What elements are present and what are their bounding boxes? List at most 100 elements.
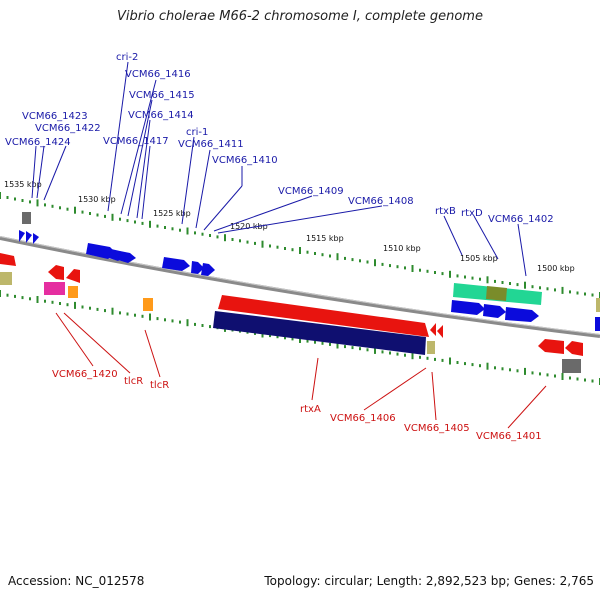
gene-feature[interactable] [596, 298, 600, 312]
scale-label: 1525 kbp [153, 209, 191, 218]
scale-tick [44, 299, 46, 303]
gene-feature[interactable] [565, 341, 583, 356]
gene-label[interactable]: VCM66_1405 [404, 423, 470, 434]
gene-label[interactable]: VCM66_1411 [178, 139, 244, 150]
gene-feature[interactable] [483, 304, 506, 318]
gene-feature[interactable] [44, 282, 65, 295]
gene-feature[interactable] [201, 263, 215, 276]
scale-tick [216, 235, 219, 239]
scale-tick [329, 342, 331, 346]
gene-label[interactable]: VCM66_1417 [103, 136, 169, 147]
scale-tick [434, 271, 436, 274]
gene-feature[interactable] [451, 300, 485, 315]
gene-label[interactable]: VCM66_1414 [128, 110, 194, 121]
gene-label[interactable]: VCM66_1410 [212, 155, 278, 166]
gene-label[interactable]: VCM66_1423 [22, 111, 88, 122]
scale-tick [344, 256, 346, 260]
gene-label[interactable]: VCM66_1422 [35, 123, 101, 134]
lower-feature-track [0, 253, 583, 373]
scale-tick [441, 272, 444, 276]
gene-label[interactable]: VCM66_1408 [348, 196, 414, 207]
gene-feature[interactable] [33, 233, 39, 244]
rtxA-gene-feature[interactable] [218, 295, 429, 337]
scale-tick [299, 247, 301, 254]
gene-feature[interactable] [26, 231, 32, 243]
gene-feature[interactable] [22, 212, 31, 224]
scale-tick [486, 362, 489, 370]
scale-tick [254, 331, 256, 335]
scale-tick [36, 296, 39, 303]
scale-tick [81, 210, 84, 214]
scale-tick [576, 291, 579, 295]
scale-tick [179, 320, 181, 324]
gene-feature[interactable] [0, 253, 16, 266]
gene-label[interactable]: VCM66_1409 [278, 186, 344, 197]
gene-feature[interactable] [162, 257, 190, 271]
gene-feature[interactable] [191, 261, 204, 274]
scale-tick [201, 232, 204, 236]
gene-feature[interactable] [437, 325, 443, 338]
scale-tick [396, 352, 399, 356]
scale-tick [374, 259, 376, 267]
gene-feature[interactable] [430, 323, 436, 336]
scale-tick [164, 318, 166, 322]
gene-feature[interactable] [143, 298, 153, 311]
gene-label[interactable]: VCM66_1401 [476, 431, 542, 442]
scale-tick [59, 206, 61, 210]
scale-tick [164, 226, 166, 229]
scale-label: 1510 kbp [383, 244, 421, 253]
scale-tick [134, 220, 136, 224]
scale-tick [314, 252, 316, 255]
scale-tick [404, 353, 406, 357]
gene-label[interactable]: cri-2 [116, 52, 138, 63]
gene-feature[interactable] [118, 251, 136, 263]
scale-tick [501, 367, 504, 371]
scale-tick [531, 371, 534, 375]
gene-feature[interactable] [0, 272, 12, 285]
gene-feature[interactable] [595, 317, 600, 331]
scale-tick [329, 254, 331, 258]
gene-label[interactable]: VCM66_1424 [5, 137, 71, 148]
gene-feature[interactable] [86, 243, 116, 259]
scale-tick [366, 260, 369, 264]
gene-feature[interactable] [505, 307, 539, 322]
scale-tick [456, 361, 459, 364]
scale-tick [44, 203, 46, 207]
gene-feature[interactable] [538, 339, 564, 354]
gene-feature[interactable] [19, 230, 25, 242]
gene-feature[interactable] [427, 341, 435, 354]
scale-tick [29, 200, 31, 204]
gene-feature[interactable] [66, 269, 80, 283]
gene-label[interactable]: rtxD [461, 208, 483, 219]
scale-tick [449, 357, 451, 365]
scale-tick [569, 376, 571, 380]
scale-tick [111, 307, 114, 315]
rtxA-forward-feature[interactable] [213, 311, 426, 355]
gene-label[interactable]: tlcR [124, 376, 143, 387]
scale-tick [471, 276, 474, 280]
gene-label[interactable]: VCM66_1402 [488, 214, 554, 225]
scale-tick [149, 220, 151, 228]
gene-label[interactable]: rtxB [435, 206, 456, 217]
gene-feature[interactable] [68, 286, 78, 298]
gene-label[interactable]: VCM66_1420 [52, 369, 118, 380]
scale-label: 1530 kbp [78, 195, 116, 204]
scale-tick [464, 362, 466, 366]
scale-tick [411, 352, 414, 360]
gene-feature[interactable] [562, 359, 581, 373]
gene-label[interactable]: VCM66_1415 [129, 90, 195, 101]
scale-tick [0, 192, 1, 199]
scale-tick [464, 275, 466, 279]
gene-label[interactable]: tlcR [150, 380, 169, 391]
scale-tick [104, 214, 106, 218]
gene-label[interactable]: cri-1 [186, 127, 208, 138]
scale-tick [561, 286, 564, 294]
gene-label[interactable]: VCM66_1416 [125, 69, 191, 80]
gene-label[interactable]: VCM66_1406 [330, 413, 396, 424]
rtx-operon-feature[interactable] [486, 286, 507, 301]
scale-tick [126, 312, 129, 316]
scale-tick [284, 247, 286, 250]
scale-tick [359, 347, 361, 351]
gene-feature[interactable] [48, 265, 64, 280]
gene-label[interactable]: rtxA [300, 404, 321, 415]
